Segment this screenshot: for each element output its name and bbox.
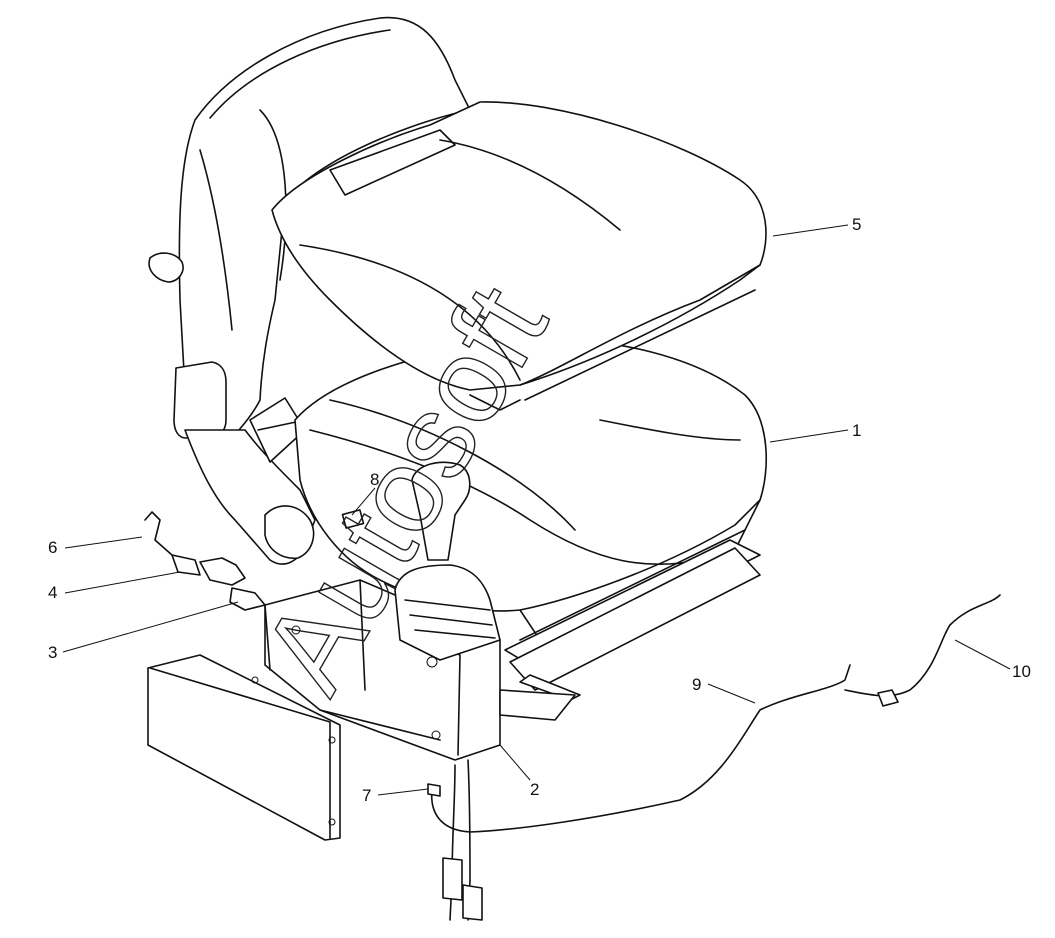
callout-9: 9 [692, 675, 701, 694]
seat-top-pad [271, 101, 767, 411]
label-sticker [341, 509, 365, 529]
lever-and-switch-parts [144, 511, 266, 611]
callout-5: 5 [852, 215, 861, 234]
callout-numbers: 1 2 3 4 5 6 7 8 9 10 [48, 215, 1031, 805]
cover-panel [147, 654, 341, 841]
callout-1: 1 [852, 421, 861, 440]
seat-backrest [148, 16, 471, 451]
joystick [394, 461, 501, 661]
callout-10: 10 [1012, 662, 1031, 681]
seat-side-frame [184, 397, 316, 565]
callout-2: 2 [530, 780, 539, 799]
callout-3: 3 [48, 643, 57, 662]
harness-cables [427, 594, 1001, 833]
callout-6: 6 [48, 538, 57, 557]
callout-leaders [62, 224, 1011, 796]
seat-rails [504, 529, 761, 701]
callout-4: 4 [48, 583, 57, 602]
callout-7: 7 [362, 786, 371, 805]
callout-8: 8 [370, 470, 379, 489]
hydraulic-hoses [442, 759, 483, 921]
